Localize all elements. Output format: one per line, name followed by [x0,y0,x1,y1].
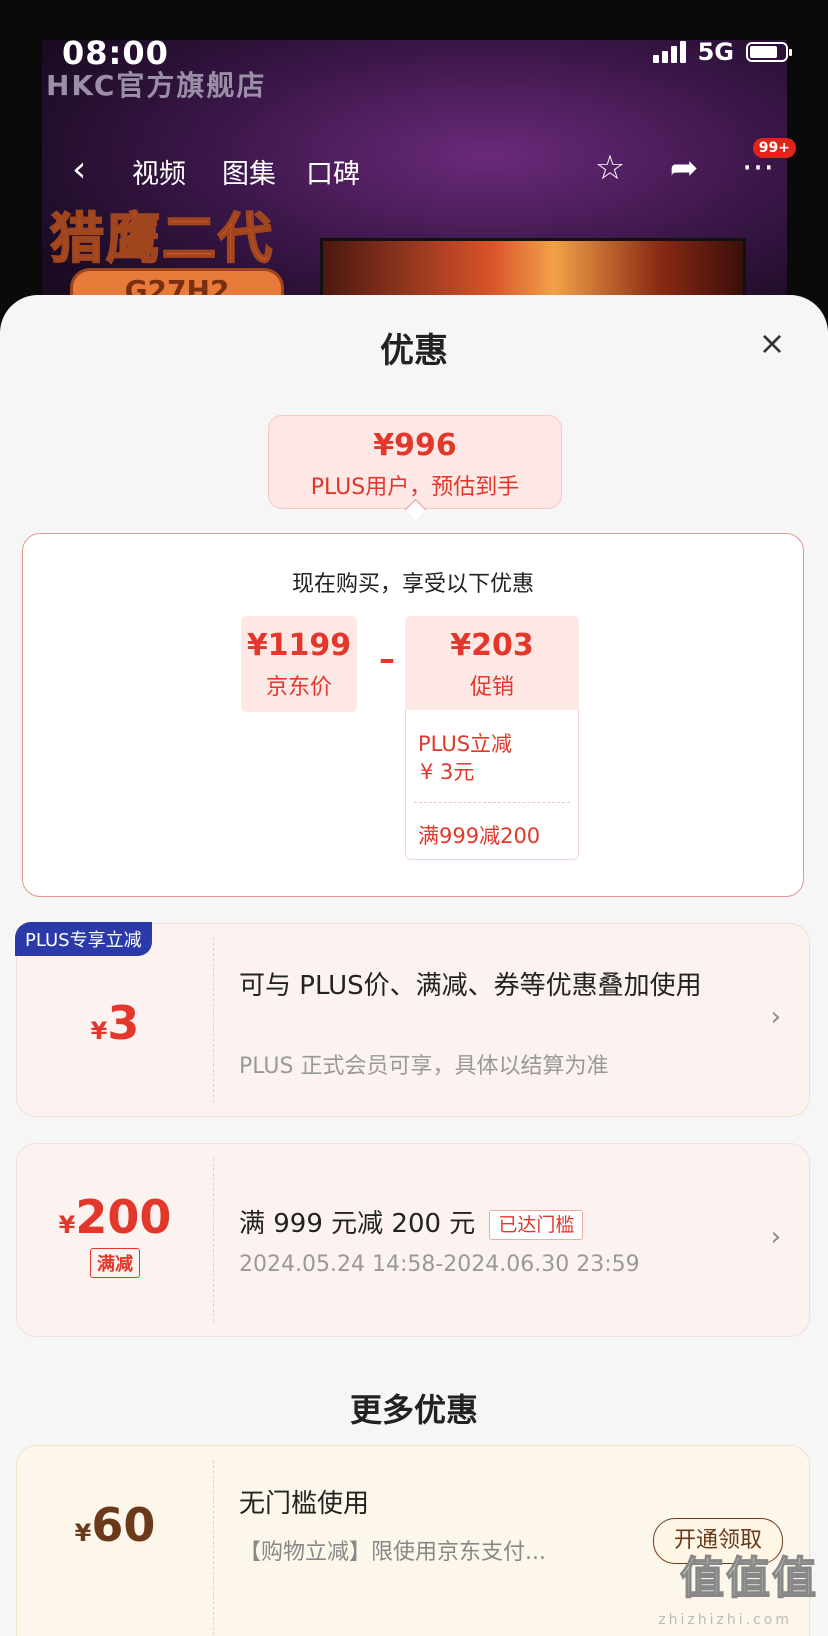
network-label: 5G [697,38,734,66]
divider [414,802,570,803]
banner-headline: 猎鹰二代 [49,206,274,271]
currency-symbol: ¥ [90,1017,108,1045]
card-divider [213,1158,214,1322]
status-bar: 08:00 5G [0,0,828,100]
monitor-image [320,238,746,304]
price-breakdown: 现在购买，享受以下优惠 ¥1199 京东价 – ¥203 促销 PLUS立减 ¥… [22,533,804,897]
close-icon[interactable]: × [758,324,786,362]
chevron-right-icon[interactable]: › [770,1222,781,1252]
status-time: 08:00 [62,34,169,72]
full-reduction-label: 满999减200 [418,824,541,848]
jd-price-amount: ¥1199 [246,628,352,663]
chevron-left-icon[interactable]: ‹ [72,149,87,190]
plus-discount-label: PLUS立减 [418,732,513,756]
minus-operator: – [379,640,395,678]
coupon-validity: 2024.05.24 14:58-2024.06.30 23:59 [239,1252,640,1277]
coupon-amount: ¥200 满减 [17,1190,213,1278]
store-name: HKC官方旗舰店 [46,69,267,102]
tab-video[interactable]: 视频 [132,159,186,190]
promotion-tile: ¥203 促销 [405,616,579,712]
coupon-amount: ¥60 [17,1498,213,1552]
sheet-title: 优惠 [380,331,448,371]
breakdown-title: 现在购买，享受以下优惠 [291,572,534,597]
promotion-label: 促销 [469,675,514,700]
coupon-value: 60 [91,1498,156,1552]
coupon-value: 3 [107,996,140,1050]
coupon-subtitle: 【购物立减】限使用京东支付... [239,1540,546,1565]
coupon-title: 满 999 元减 200 元 [239,1209,476,1239]
share-icon[interactable]: ➦ [669,148,699,188]
coupon-title: 可与 PLUS价、满减、券等优惠叠加使用 [239,971,702,1001]
signal-icon [652,41,686,63]
coupon-title-row: 满 999 元减 200 元已达门槛 [239,1206,584,1242]
plus-coupon-card[interactable]: PLUS专享立减 ¥3 可与 PLUS价、满减、券等优惠叠加使用 PLUS 正式… [15,922,810,1117]
coupon-title: 无门槛使用 [239,1489,370,1519]
card-divider [213,1460,214,1636]
nav-actions: ☆ ➦ ···99+ [588,138,796,188]
chevron-right-icon[interactable]: › [770,1002,781,1032]
discount-sheet: 优惠 × ¥996 PLUS用户，预估到手 现在购买，享受以下优惠 ¥1199 … [0,295,828,1636]
plus-exclusive-tag: PLUS专享立减 [15,922,152,956]
status-indicators: 5G [652,38,792,66]
jd-price-tile: ¥1199 京东价 [241,616,357,712]
card-divider [213,938,214,1102]
more-discounts-title: 更多优惠 [349,1391,478,1429]
estimated-price: ¥996 [373,428,457,463]
promotion-details: PLUS立减 ¥ 3元 满999减200 [405,710,579,860]
payment-coupon-card[interactable]: ¥60 无门槛使用 【购物立减】限使用京东支付... 开通领取 [16,1445,810,1636]
star-icon[interactable]: ☆ [594,148,626,188]
jd-price-label: 京东价 [265,675,332,700]
tab-reviews[interactable]: 口碑 [306,159,360,190]
coupon-subtitle: PLUS 正式会员可享，具体以结算为准 [239,1054,609,1079]
watermark-url: zhizhizhi.com [658,1612,792,1628]
promotion-amount: ¥203 [450,628,534,663]
coupon-type-tag: 满减 [90,1248,140,1278]
coupon-amount: ¥3 [17,996,213,1050]
battery-icon [746,42,792,62]
estimated-price-box: ¥996 PLUS用户，预估到手 [268,415,562,509]
watermark: 值值值 [679,1552,818,1605]
top-nav: ‹ 视频 图集 口碑 ☆ ➦ ···99+ [60,138,796,198]
estimated-label: PLUS用户，预估到手 [310,475,520,500]
full-reduction-coupon-card[interactable]: ¥200 满减 满 999 元减 200 元已达门槛 2024.05.24 14… [16,1143,810,1337]
currency-symbol: ¥ [58,1211,76,1239]
notification-badge: 99+ [752,138,796,158]
plus-discount-value: ¥ 3元 [420,760,475,784]
threshold-status-badge: 已达门槛 [489,1209,584,1240]
coupon-value: 200 [75,1190,172,1244]
more-icon[interactable]: ···99+ [736,138,796,188]
currency-symbol: ¥ [74,1519,92,1547]
open-and-claim-button[interactable]: 开通领取 [653,1518,783,1564]
tab-gallery[interactable]: 图集 [222,159,276,190]
